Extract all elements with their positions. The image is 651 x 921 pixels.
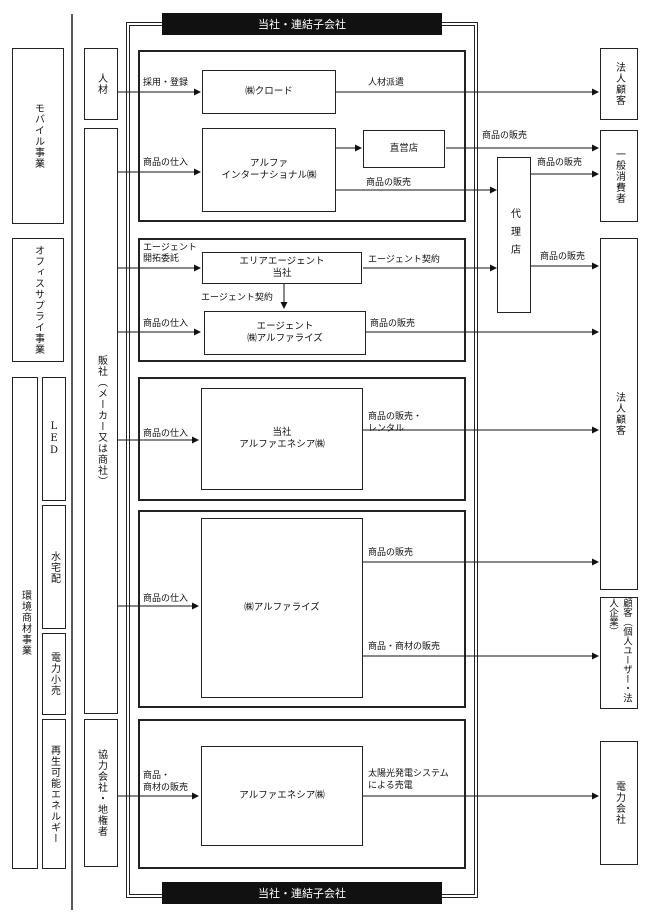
company-agent-alpharise: エージェント ㈱アルファライズ [204,311,366,355]
customer-denryoku: 電力会社 [600,741,638,865]
company-alpha-intl: アルファ インターナショナル㈱ [202,128,336,212]
company-dairiten: 代理店 [497,157,531,313]
customer-hojin-1: 法人顧客 [600,48,638,120]
label-shiire1: 商品の仕入 [143,158,189,168]
label-agent-itaku-2: 開拓委託 [143,254,180,264]
agent-line1: エージェント [256,321,314,332]
segment-led: LED [42,377,66,501]
label-shiire4: 商品の仕入 [143,594,189,604]
label-rental-2: レンタル [368,424,405,434]
agent-line2: ㈱アルファライズ [247,333,323,344]
company-alpharise: ㈱アルファライズ [201,518,363,698]
banner-top: 当社・連結子会社 [162,13,442,35]
ae-led-line2: アルファエネシア㈱ [239,439,325,450]
label-shozai: 商品・商材の販売 [368,642,441,652]
section-led [138,377,466,501]
label-hanbai-ippan: 商品の販売 [537,158,583,168]
section-mobile [138,50,466,222]
company-direct-store: 直営店 [363,130,445,168]
section-renew [138,719,466,869]
source-kyoryoku: 協力会社・地権者 [84,719,118,867]
company-area-agent: エリアエージェント 当社 [202,252,362,284]
alpharise-name: ㈱アルファライズ [244,602,320,613]
segment-renew: 再生可能エネルギー [42,719,66,869]
customer-kokyaku: 顧客（個人ユーザー・法人企業） [600,597,638,709]
label-hanbai-dairi-out: 商品の販売 [540,252,586,262]
label-shiire2: 商品の仕入 [143,319,189,329]
label-agent-keiyaku: エージェント契約 [368,255,440,265]
direct-store-name: 直営店 [389,143,419,154]
area-agent-line2: 当社 [272,268,292,279]
company-crowd-name: ㈱クロード [245,86,293,97]
banner-bottom: 当社・連結子会社 [162,882,442,904]
segment-office: オフィスサプライ事業 [12,238,64,362]
section-water-power [138,510,466,708]
source-jinzai: 人材 [84,48,118,120]
ae-led-line1: 当社 [272,427,292,438]
segment-env: 環境商材事業 [12,377,38,869]
segment-mobile: モバイル事業 [12,48,64,224]
alphaenesia-name: アルファエネシア㈱ [239,790,325,801]
customer-ippan: 一般消費者 [600,130,638,222]
company-crowd: ㈱クロード [202,70,336,114]
label-rental-1: 商品の販売・ [368,412,423,422]
label-solar-1: 太陽光発電システム [368,769,449,779]
label-hanbai-agent: 商品の販売 [370,319,416,329]
section-office [138,238,466,362]
segment-water: 水宅配 [42,505,66,629]
customer-hojin-2: 法人顧客 [600,238,638,590]
segment-power: 電力小売 [42,633,66,715]
company-alpha-intl-line2: インターナショナル㈱ [221,170,317,181]
label-kyoryoku-2: 商材の販売 [143,783,189,793]
label-hanbai-dairi: 商品の販売 [366,178,412,188]
label-jinzai-haken: 人材派遣 [368,78,405,88]
source-hansha: 販社（メーカー又は商社） [84,128,118,714]
area-agent-line1: エリアエージェント [239,256,325,267]
label-agent-itaku-1: エージェント [143,243,197,253]
label-saiyo: 採用・登録 [143,78,189,88]
label-solar-2: による売電 [368,781,413,791]
company-alphaenesia: アルファエネシア㈱ [201,746,363,846]
label-hanbai-direct: 商品の販売 [482,131,528,141]
label-agent-keiyaku-2: エージェント契約 [201,293,273,303]
company-alpha-intl-line1: アルファ [250,158,288,169]
company-ae-led: 当社 アルファエネシア㈱ [201,388,363,490]
label-kyoryoku-1: 商品・ [143,771,171,781]
label-hanbai-rise: 商品の販売 [368,548,414,558]
label-shiire3: 商品の仕入 [143,429,189,439]
